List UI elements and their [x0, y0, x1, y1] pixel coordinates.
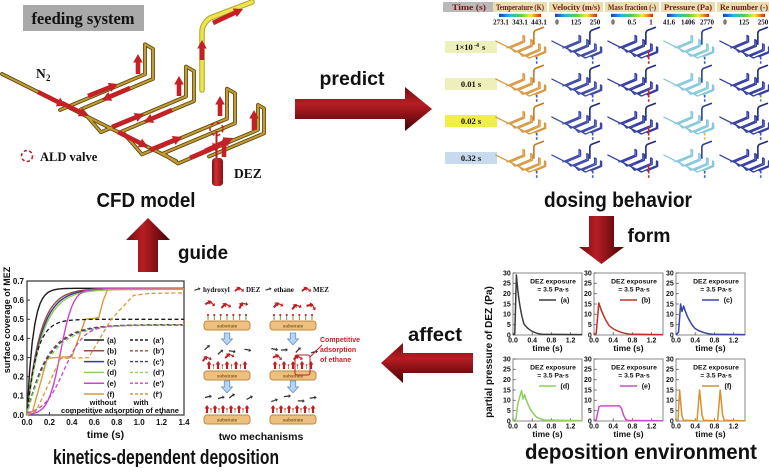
svg-text:0.7: 0.7: [13, 277, 25, 286]
svg-text:affect: affect: [408, 325, 463, 346]
svg-text:250: 250: [758, 19, 769, 27]
svg-text:125: 125: [571, 19, 582, 27]
svg-text:with: with: [133, 398, 149, 407]
svg-text:(c): (c): [724, 298, 733, 305]
svg-text:substrate: substrate: [283, 418, 304, 423]
svg-text:(a): (a): [561, 298, 570, 305]
svg-text:0.0: 0.0: [13, 411, 25, 420]
svg-text:(d): (d): [107, 368, 117, 377]
svg-text:substrate: substrate: [283, 324, 304, 329]
svg-text:hydroxyl: hydroxyl: [203, 286, 230, 294]
svg-text:CFD model: CFD model: [97, 190, 196, 212]
svg-text:1406: 1406: [681, 19, 696, 27]
svg-text:443.1: 443.1: [531, 19, 547, 27]
svg-text:1.0: 1.0: [134, 418, 146, 427]
svg-text:41.6: 41.6: [663, 19, 676, 27]
svg-text:MEZ: MEZ: [313, 286, 329, 294]
svg-text:(e): (e): [107, 379, 117, 388]
svg-text:(c′): (c′): [153, 357, 164, 366]
svg-text:N: N: [36, 66, 46, 81]
svg-text:Mass fraction (-): Mass fraction (-): [608, 3, 656, 12]
svg-text:two mechanisms: two mechanisms: [219, 431, 304, 443]
svg-text:0.01 s: 0.01 s: [461, 79, 482, 89]
svg-text:0: 0: [723, 19, 727, 27]
svg-text:1: 1: [649, 19, 653, 27]
svg-text:0.5: 0.5: [13, 315, 25, 324]
svg-text:273.1: 273.1: [493, 19, 509, 27]
svg-text:0.2: 0.2: [13, 373, 25, 382]
svg-text:(b): (b): [642, 298, 651, 305]
svg-text:0.02 s: 0.02 s: [461, 116, 482, 126]
svg-text:substrate: substrate: [217, 324, 238, 329]
svg-text:(e): (e): [642, 384, 651, 391]
svg-text:(f′): (f′): [153, 390, 163, 399]
svg-text:ethane: ethane: [274, 286, 294, 294]
svg-text:s: s: [482, 42, 486, 52]
svg-text:0: 0: [555, 19, 559, 27]
svg-text:1.2: 1.2: [156, 418, 168, 427]
svg-text:substrate: substrate: [283, 374, 304, 379]
svg-text:kinetics-dependent deposition: kinetics-dependent deposition: [53, 447, 279, 467]
svg-text:125: 125: [739, 19, 750, 27]
svg-text:(d′): (d′): [153, 368, 165, 377]
svg-text:1×10: 1×10: [455, 42, 473, 52]
svg-text:0.32 s: 0.32 s: [461, 153, 482, 163]
svg-text:predict: predict: [320, 69, 386, 90]
svg-text:Pressure (Pa): Pressure (Pa): [664, 3, 712, 12]
svg-text:deposition environment: deposition environment: [525, 441, 757, 464]
svg-text:ALD valve: ALD valve: [40, 150, 98, 164]
svg-text:(f): (f): [725, 384, 732, 391]
svg-text:partial pressure of DEZ (Pa): partial pressure of DEZ (Pa): [484, 286, 495, 418]
svg-text:Time (s): Time (s): [452, 3, 486, 12]
svg-text:Competitive: Competitive: [320, 337, 360, 344]
svg-text:(a): (a): [107, 336, 117, 345]
svg-text:DEZ: DEZ: [234, 166, 262, 181]
svg-text:of ethane: of ethane: [320, 357, 351, 364]
svg-text:0.3: 0.3: [13, 353, 25, 362]
svg-text:surface coverage of MEZ: surface coverage of MEZ: [2, 266, 12, 373]
svg-text:2: 2: [46, 73, 51, 83]
svg-text:feeding system: feeding system: [31, 9, 134, 28]
svg-text:250: 250: [590, 19, 601, 27]
svg-text:0.2: 0.2: [44, 418, 56, 427]
svg-text:Velocity (m/s): Velocity (m/s): [552, 3, 600, 12]
svg-text:0: 0: [611, 19, 615, 27]
svg-text:(b): (b): [107, 347, 117, 356]
svg-text:competitive adsorption of etha: competitive adsorption of ethane: [61, 406, 179, 415]
svg-text:form: form: [628, 226, 671, 247]
svg-text:(e′): (e′): [153, 379, 164, 388]
svg-text:0.8: 0.8: [111, 418, 123, 427]
svg-text:0.6: 0.6: [13, 296, 25, 305]
svg-text:dosing behavior: dosing behavior: [544, 189, 692, 212]
svg-text:(f): (f): [107, 390, 115, 399]
svg-text:Temperature (K): Temperature (K): [496, 3, 544, 12]
svg-text:343.1: 343.1: [512, 19, 528, 27]
svg-text:(d): (d): [561, 384, 570, 391]
svg-text:substrate: substrate: [217, 418, 238, 423]
svg-text:0.4: 0.4: [66, 418, 78, 427]
svg-text:1.4: 1.4: [178, 418, 190, 427]
svg-text:(a′): (a′): [153, 336, 164, 345]
svg-text:0.6: 0.6: [89, 418, 101, 427]
svg-text:Re number (-): Re number (-): [720, 3, 768, 12]
svg-text:without: without: [89, 398, 117, 407]
svg-text:(c): (c): [107, 357, 117, 366]
svg-text:DEZ: DEZ: [246, 286, 261, 294]
svg-text:0.0: 0.0: [21, 418, 33, 427]
svg-text:-4: -4: [474, 43, 479, 49]
svg-text:0.4: 0.4: [13, 334, 25, 343]
svg-text:guide: guide: [178, 243, 228, 264]
svg-text:0.5: 0.5: [628, 19, 637, 27]
svg-text:(b′): (b′): [153, 347, 165, 356]
svg-text:substrate: substrate: [217, 374, 238, 379]
svg-text:adsorption: adsorption: [320, 347, 356, 354]
svg-text:time (s): time (s): [87, 429, 124, 441]
svg-text:2770: 2770: [700, 19, 715, 27]
svg-text:0.1: 0.1: [13, 392, 25, 401]
